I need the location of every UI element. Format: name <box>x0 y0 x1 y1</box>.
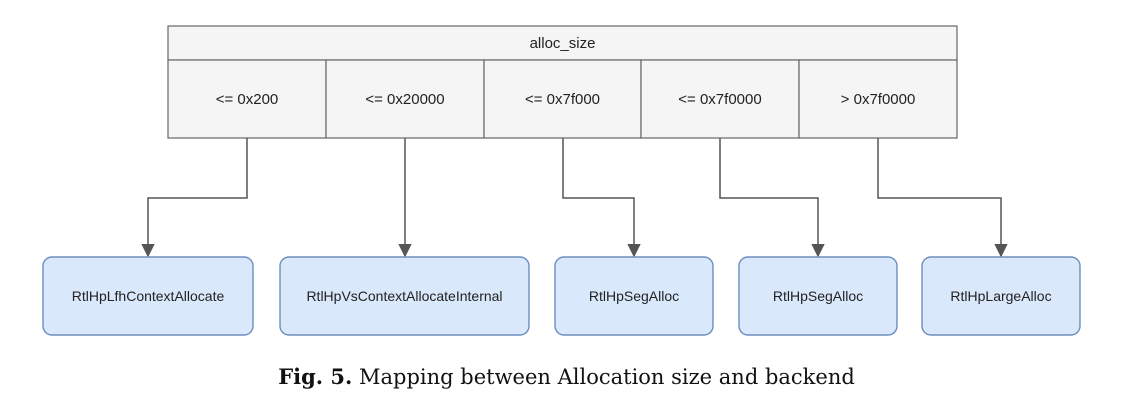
backend-label-seg-1: RtlHpSegAlloc <box>589 288 679 304</box>
size-cell-2 <box>483 59 642 139</box>
size-cell-0 <box>167 59 327 139</box>
backend-box-lfh <box>42 256 254 336</box>
size-cell-label-1: <= 0x20000 <box>365 91 444 108</box>
size-cell-label-3: <= 0x7f0000 <box>678 91 761 108</box>
size-cell-label-4: > 0x7f0000 <box>841 91 916 108</box>
backend-label-lfh: RtlHpLfhContextAllocate <box>72 288 225 304</box>
arrow-connector-4 <box>877 138 1008 258</box>
size-cell-label-0: <= 0x200 <box>216 91 279 108</box>
figure-caption-text: Mapping between Allocation size and back… <box>359 365 855 389</box>
arrow-connector-0 <box>141 138 248 258</box>
figure-caption-label: Fig. 5. <box>278 364 353 389</box>
arrow-connector-2 <box>562 138 641 258</box>
figure-caption: Fig. 5. Mapping between Allocation size … <box>0 364 1133 389</box>
size-cell-1 <box>325 59 485 139</box>
backend-box-seg-2 <box>738 256 898 336</box>
backend-box-seg-1 <box>554 256 714 336</box>
backend-label-vs: RtlHpVsContextAllocateInternal <box>306 288 502 304</box>
backend-box-vs <box>279 256 530 336</box>
backend-box-large <box>921 256 1081 336</box>
alloc-size-header-label: alloc_size <box>530 35 596 52</box>
backend-label-seg-2: RtlHpSegAlloc <box>773 288 863 304</box>
arrow-connector-3 <box>719 138 825 258</box>
alloc-size-header-cell <box>167 25 958 61</box>
size-cell-3 <box>640 59 800 139</box>
backend-label-large: RtlHpLargeAlloc <box>950 288 1051 304</box>
size-cell-4 <box>798 59 958 139</box>
size-cell-label-2: <= 0x7f000 <box>525 91 600 108</box>
